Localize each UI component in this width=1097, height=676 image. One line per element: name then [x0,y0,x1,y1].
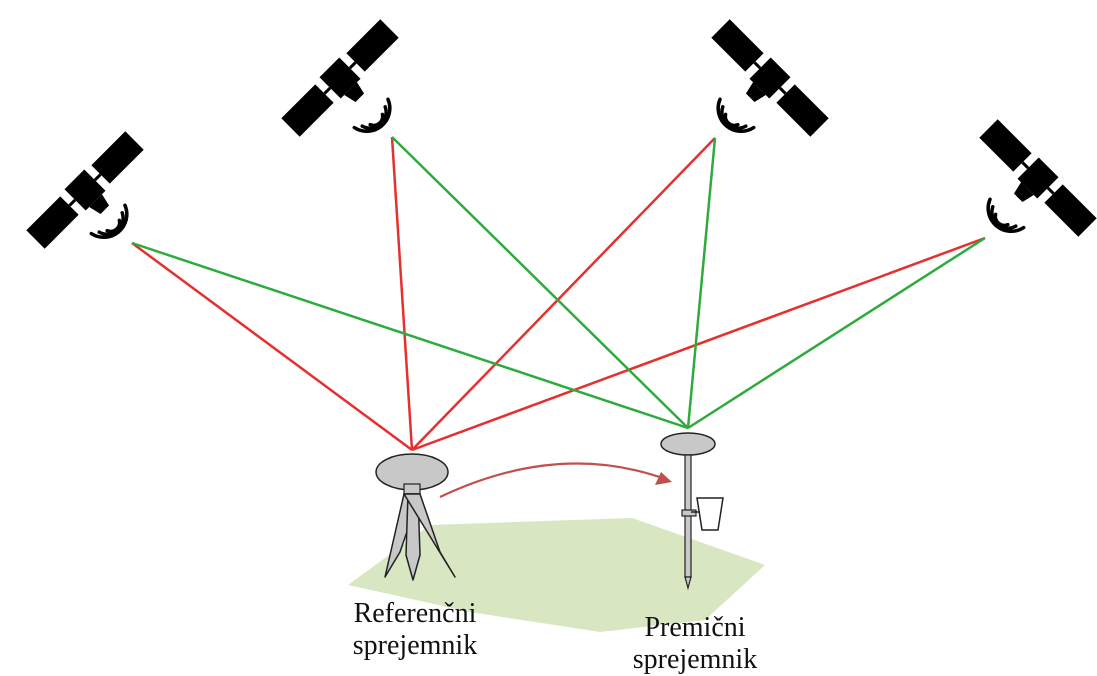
reference-signal-lines [131,136,986,452]
signal-waves-icon [352,97,401,142]
signal-line [411,236,986,452]
satellite-icon [23,128,156,261]
rover-receiver [660,432,724,591]
reference-label-line1: Referenčni [353,598,477,629]
satellite-icon [278,16,411,149]
pole-tip [684,576,692,591]
movement-arrow [439,462,669,498]
signal-waves-icon [707,97,756,142]
signal-line [411,137,716,451]
satellite-icon [699,16,832,149]
signal-line [131,241,413,452]
tripod-icon [384,493,456,581]
signal-line [391,136,689,429]
satellite-icon [967,116,1097,249]
antenna-icon [660,432,716,456]
rover-label-line2: sprejemnik [632,644,758,675]
signal-line [390,136,414,451]
signal-line [687,236,986,430]
rover-signal-lines [131,136,986,430]
reference-label-line2: sprejemnik [352,630,478,661]
signal-line [131,241,689,430]
arrow-head-icon [655,472,672,485]
rover-receiver-label: Premični sprejemnik [605,612,785,676]
controller-icon [696,497,724,531]
rover-label-line1: Premični [644,612,746,643]
signal-line [686,137,717,429]
ground-area [348,518,765,632]
reference-receiver-label: Referenčni sprejemnik [335,598,495,662]
signal-waves-icon [977,197,1026,242]
reference-receiver [375,453,456,581]
